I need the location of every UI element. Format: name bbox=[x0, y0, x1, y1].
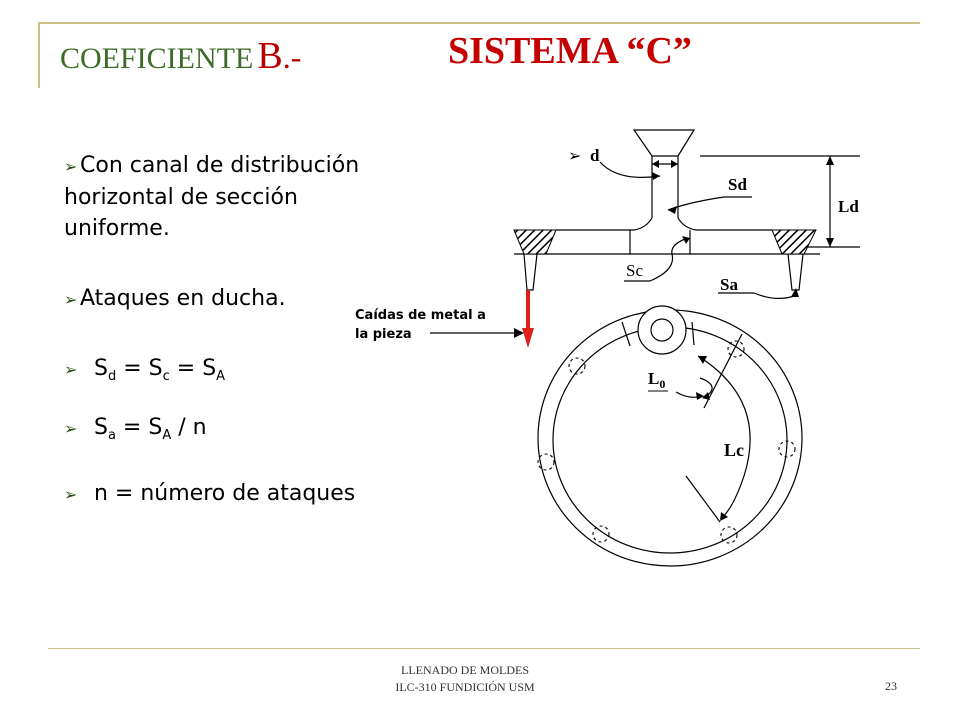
bullet-attacks-text: Ataques en ducha. bbox=[80, 286, 286, 311]
footer-rule bbox=[48, 648, 920, 649]
sprue-boss-outer bbox=[637, 305, 687, 355]
attack-circle bbox=[568, 357, 586, 375]
arrowhead-sd bbox=[668, 206, 677, 214]
attack-circle bbox=[727, 340, 745, 358]
bullet-channel: ➢Con canal de distribución horizontal de… bbox=[64, 150, 359, 244]
top-rule bbox=[40, 22, 920, 24]
bullet-n-text: n = número de ataques bbox=[94, 481, 356, 506]
label-falls-line1: Caídas de metal a bbox=[355, 308, 486, 323]
label-sc: Sc bbox=[626, 261, 643, 280]
l0-radial bbox=[703, 333, 743, 409]
attack-circle bbox=[537, 453, 555, 471]
footer-course-code: ILC-310 FUNDICIÓN USM bbox=[395, 680, 535, 694]
footer-course-title: LLENADO DE MOLDES bbox=[401, 663, 529, 677]
label-l0: L0 bbox=[648, 369, 665, 391]
leader-d bbox=[599, 161, 661, 178]
bullet-arrow-icon: ➢ bbox=[64, 419, 78, 438]
label-ld: Ld bbox=[838, 197, 859, 216]
bullet-equation-attack-area: ➢ Sa = SA / n bbox=[64, 412, 207, 451]
ingate-right bbox=[787, 253, 804, 291]
arrowhead-d-leader bbox=[652, 172, 660, 180]
title-word-coeficiente: COEFICIENTE bbox=[60, 42, 254, 75]
bullet-arrow-icon: ➢ bbox=[64, 290, 78, 309]
eq-part: = S bbox=[116, 356, 163, 381]
eq-symbol: S bbox=[94, 356, 108, 381]
mold-inner-ring bbox=[552, 326, 788, 554]
bullet-channel-line-3: uniforme. bbox=[64, 216, 170, 241]
arrowhead-lc-bottom bbox=[720, 512, 728, 521]
label-lc: Lc bbox=[724, 440, 744, 460]
footer: LLENADO DE MOLDES ILC-310 FUNDICIÓN USM bbox=[345, 662, 585, 696]
label-sd: Sd bbox=[728, 175, 747, 194]
arrowhead-d-left bbox=[652, 160, 659, 168]
bullet-channel-line-1: Con canal de distribución bbox=[80, 153, 360, 178]
attack-circle bbox=[720, 526, 738, 544]
sprue-boss-inner bbox=[650, 318, 674, 342]
eq-sub: d bbox=[107, 369, 117, 384]
title-suffix: .- bbox=[282, 39, 302, 75]
attack-circle bbox=[592, 525, 610, 543]
arrow-d-icon: ➢ bbox=[568, 146, 581, 165]
eq-symbol: S bbox=[94, 415, 108, 440]
leader-sa bbox=[753, 292, 795, 299]
page-number: 23 bbox=[885, 679, 897, 693]
arrowhead-d-right bbox=[671, 160, 678, 168]
bullet-arrow-icon: ➢ bbox=[64, 360, 78, 379]
bullet-n-definition: ➢ n = número de ataques bbox=[64, 478, 355, 510]
arrowhead-lc-top bbox=[698, 356, 707, 364]
slide-title: COEFICIENTE B.- SISTEMA “C” bbox=[60, 30, 692, 78]
eq-part: = S bbox=[115, 415, 163, 440]
bullet-arrow-icon: ➢ bbox=[64, 485, 78, 504]
bullet-arrow-icon: ➢ bbox=[64, 157, 78, 176]
title-system: SISTEMA “C” bbox=[448, 30, 692, 72]
eq-sub: A bbox=[162, 428, 172, 443]
bullet-attacks: ➢Ataques en ducha. bbox=[64, 283, 286, 315]
ingate-left bbox=[523, 253, 538, 291]
arrowhead-l0-a bbox=[696, 392, 704, 400]
bullet-channel-line-2: horizontal de sección bbox=[64, 185, 298, 210]
title-letter-b: B bbox=[257, 35, 283, 77]
pouring-cup bbox=[632, 129, 696, 157]
eq-part: = S bbox=[169, 356, 217, 381]
eq-sub: A bbox=[216, 369, 226, 384]
label-d: d bbox=[590, 146, 600, 165]
arrowhead-l0-b bbox=[702, 392, 710, 400]
arrowhead-falls bbox=[514, 328, 524, 338]
attack-circle bbox=[778, 440, 796, 458]
label-falls-line2: la pieza bbox=[355, 327, 412, 342]
eq-sub: c bbox=[162, 369, 170, 384]
hatched-block-right bbox=[771, 229, 817, 255]
arrowhead-sc bbox=[682, 236, 690, 244]
left-rule bbox=[38, 22, 40, 88]
eq-part: / n bbox=[171, 415, 207, 440]
arrowhead-sa bbox=[791, 288, 799, 297]
sprue-base-left bbox=[556, 217, 653, 231]
lc-radial bbox=[685, 475, 721, 523]
hatched-block-left bbox=[513, 229, 557, 255]
leader-sc bbox=[649, 237, 689, 282]
eq-sub: a bbox=[107, 428, 116, 443]
bullet-equation-areas: ➢Sd = Sc = SA bbox=[64, 353, 225, 392]
metal-fall-arrow-head bbox=[522, 328, 534, 348]
sprue-base-right bbox=[677, 217, 772, 231]
lc-arc bbox=[697, 355, 751, 519]
label-sa: Sa bbox=[720, 275, 738, 294]
